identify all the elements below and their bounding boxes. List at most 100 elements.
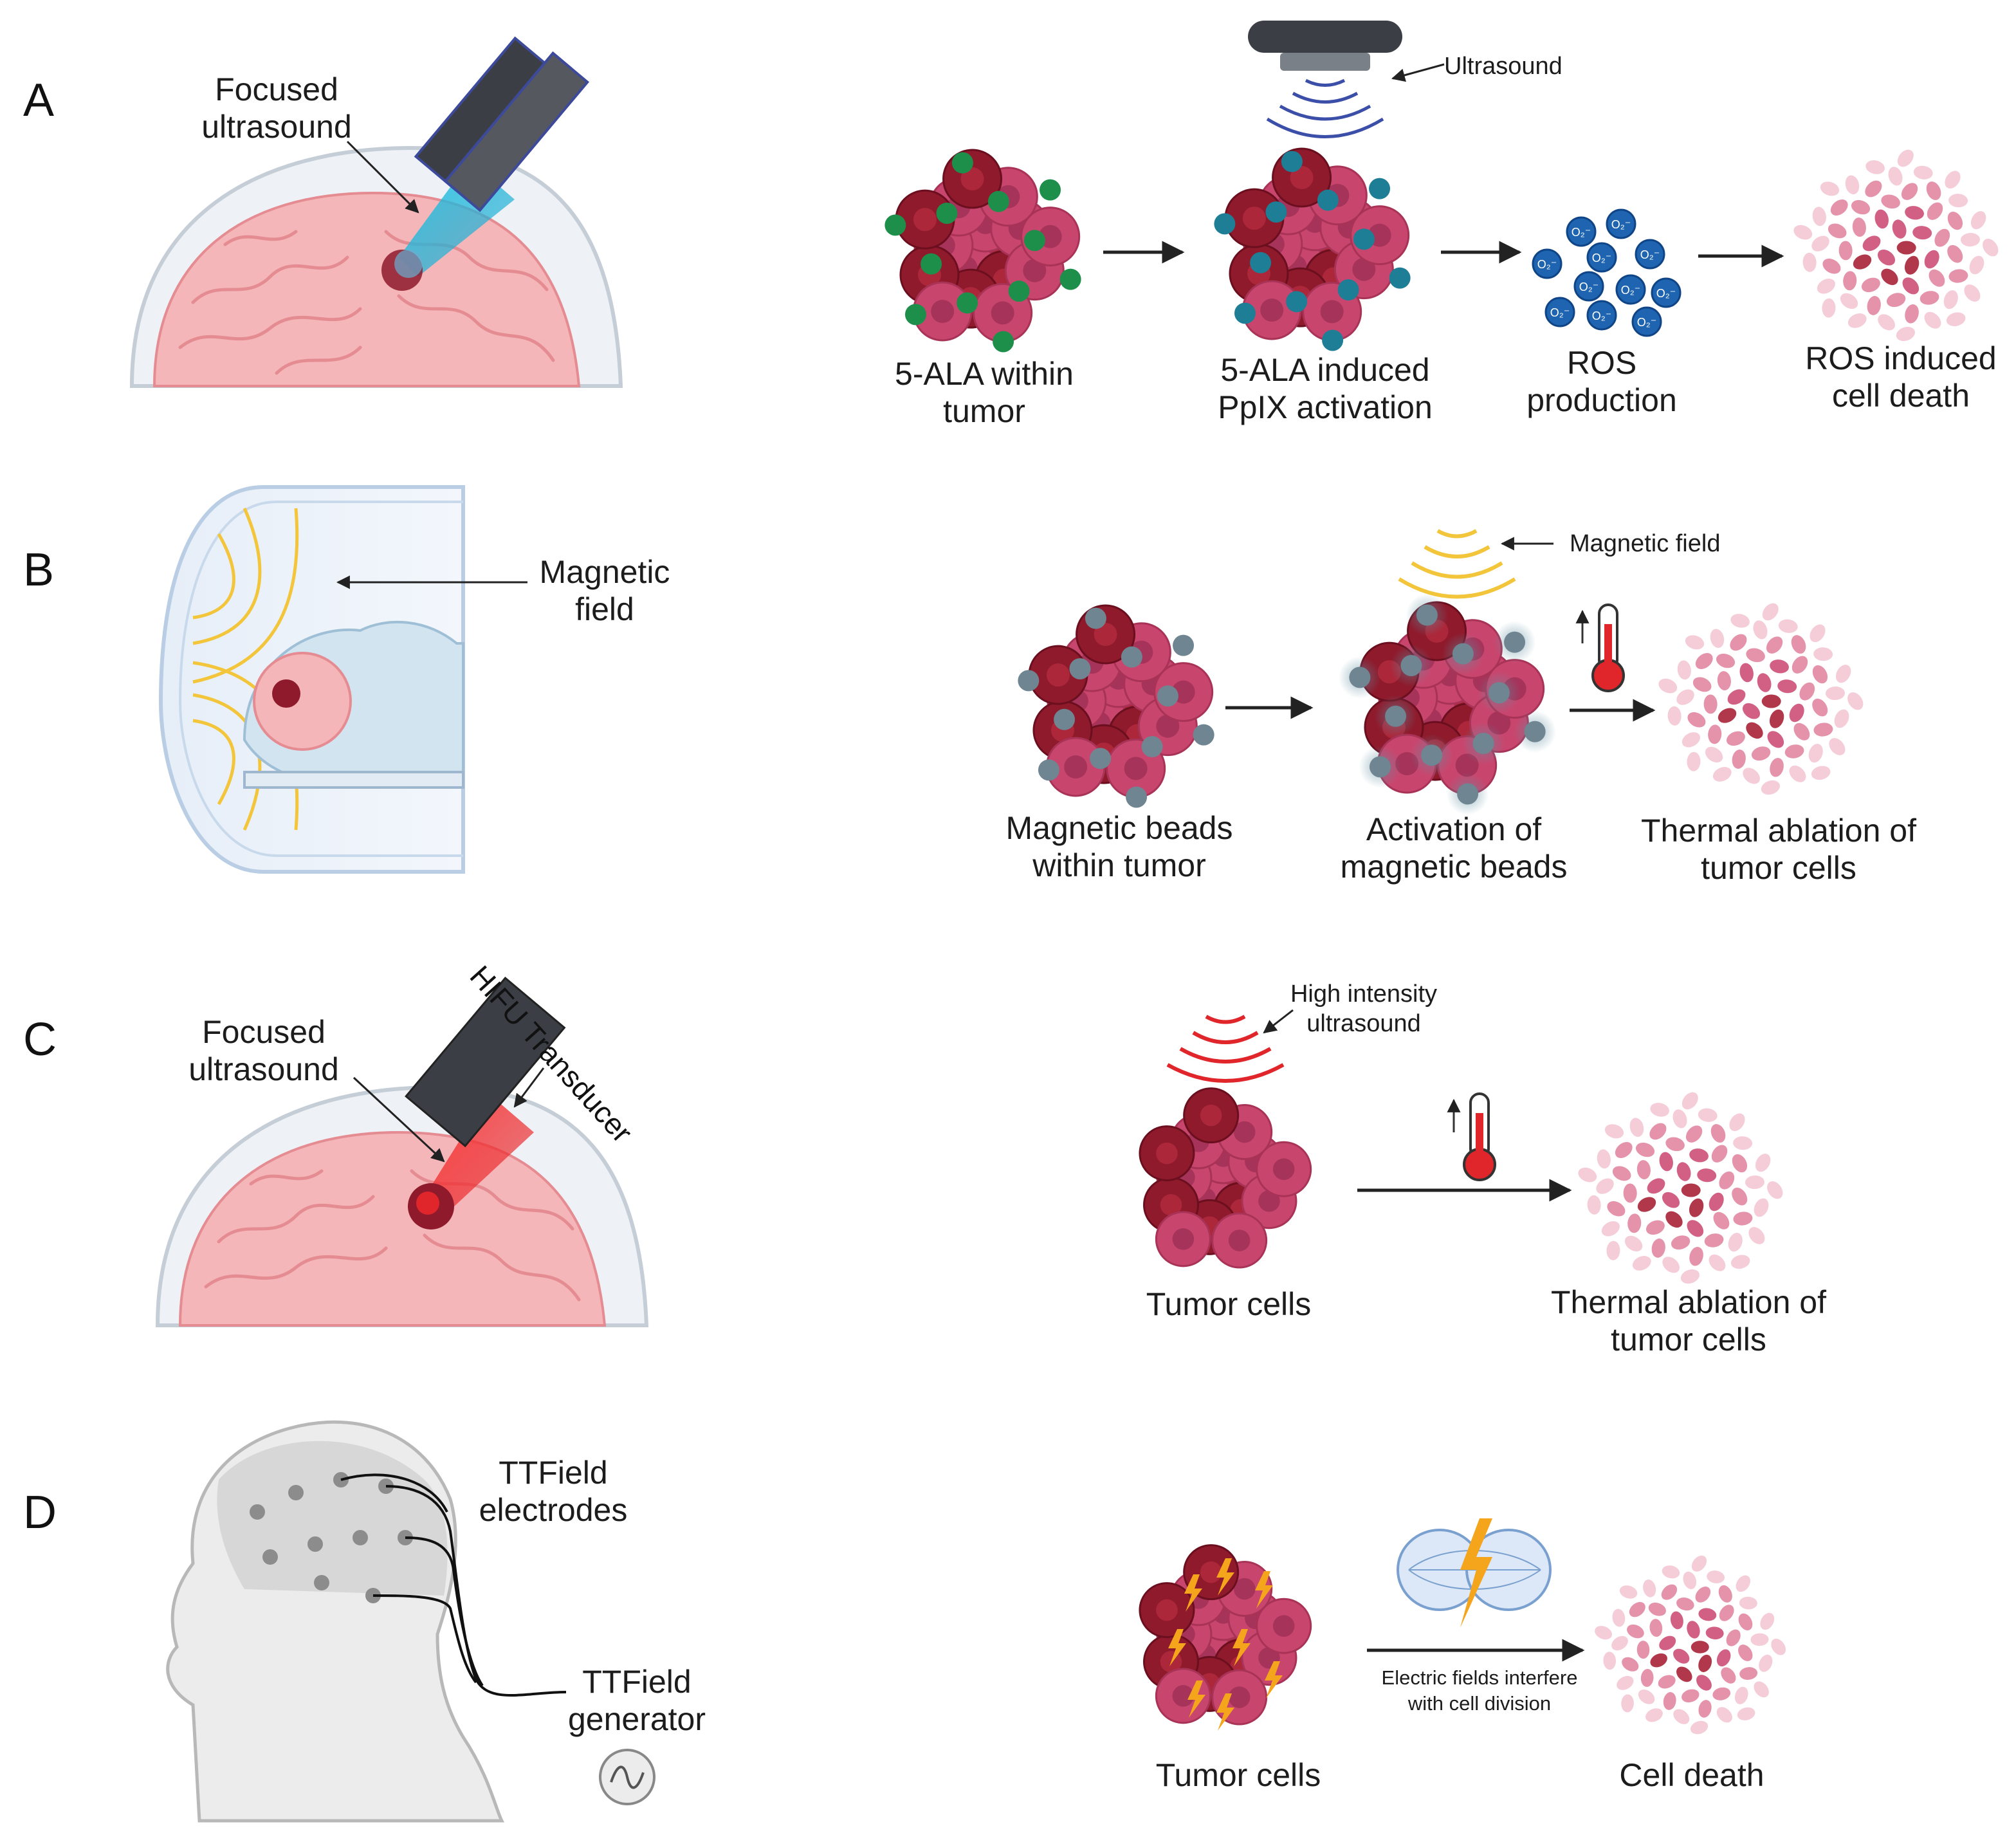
- cell-death-a: [1793, 149, 1999, 342]
- particle-dot: [993, 331, 1014, 353]
- ros-molecule: O₂⁻: [1631, 306, 1662, 337]
- hifu-transducer: [405, 977, 566, 1148]
- particle-dot: [1214, 213, 1236, 235]
- panel-letter-d: D: [23, 1487, 57, 1538]
- thermometer-icon: [1447, 1092, 1496, 1181]
- ros-symbol: O₂⁻: [1592, 309, 1612, 322]
- lightning-bolt-icon: [1216, 1558, 1234, 1596]
- brain-c: [178, 1130, 607, 1327]
- particle-dot: [1389, 267, 1411, 289]
- ros-symbol: O₂⁻: [1537, 258, 1557, 271]
- ros-molecule: O₂⁻: [1573, 271, 1604, 302]
- particle-dot: [1421, 744, 1443, 766]
- particle-dot: [1416, 604, 1438, 626]
- particle-dot: [1385, 705, 1407, 727]
- electric-fields-label: Electric fields interfere with cell divi…: [1381, 1666, 1578, 1715]
- arrows-a: [1103, 241, 1784, 268]
- ros-molecule: O₂⁻: [1651, 277, 1682, 308]
- particle-dot: [1173, 634, 1195, 656]
- particle-dot: [957, 292, 978, 314]
- step-label-d2: Cell death: [1619, 1757, 1764, 1793]
- panel-c-illustration: [155, 977, 649, 1327]
- particle-dot: [1488, 682, 1510, 704]
- ros-symbol: O₂⁻: [1640, 248, 1660, 261]
- panel-letter-c: C: [23, 1014, 57, 1065]
- transducer-a: [414, 36, 590, 212]
- thermometers: [1447, 603, 1625, 1181]
- particle-dot: [1349, 667, 1371, 688]
- step-label-d1: Tumor cells: [1155, 1757, 1321, 1793]
- particle-dot: [1472, 733, 1494, 755]
- ros-molecule: O₂⁻: [1566, 216, 1597, 247]
- particle-dot: [1281, 151, 1303, 172]
- pointer-line-a: [346, 140, 419, 214]
- particle-dot: [1234, 302, 1256, 324]
- particle-dot: [1018, 670, 1040, 692]
- ultrasound-waves: [1266, 78, 1384, 138]
- ros-molecule: O₂⁻: [1615, 274, 1646, 305]
- particle-dot: [1457, 783, 1479, 805]
- lightning-bolt-icon: [1187, 1681, 1205, 1718]
- particle-dot: [1265, 201, 1287, 223]
- particle-dot: [1008, 281, 1030, 302]
- particle-dot: [987, 190, 1009, 212]
- magnetic-field-small-label: Magnetic field: [1570, 530, 1721, 557]
- ultrasound-device: [1248, 21, 1445, 138]
- lightning-bolt-icon: [1184, 1574, 1202, 1612]
- panel-d-illustration: [166, 1420, 655, 1823]
- particle-dot: [1369, 178, 1391, 199]
- particle-dot: [1085, 607, 1106, 629]
- particle-dot: [1059, 268, 1081, 290]
- particle-dot: [1157, 685, 1178, 707]
- particle-dot: [1126, 786, 1148, 808]
- arrows-b: [1225, 696, 1656, 722]
- panel-letter-a: A: [23, 75, 55, 126]
- particle-dot: [1337, 279, 1359, 301]
- particle-dot: [921, 253, 942, 275]
- brain-a: [152, 191, 581, 387]
- hifu-waves: [1166, 1015, 1285, 1083]
- cell-division-icon: [1397, 1518, 1552, 1628]
- brain-b: [253, 652, 352, 751]
- step-label-a2: 5-ALA induced PpIX activation: [1218, 352, 1433, 425]
- particle-dot: [951, 152, 973, 174]
- thermal-ablation-b: [1658, 603, 1864, 795]
- ros-molecule: O₂⁻: [1532, 248, 1562, 279]
- brain-folds-a: [178, 230, 555, 375]
- ros-symbol: O₂⁻: [1572, 226, 1591, 239]
- panel-letter-b: B: [23, 544, 55, 596]
- ros-symbol: O₂⁻: [1621, 284, 1641, 297]
- ultrasound-label: Ultrasound: [1444, 53, 1562, 80]
- magnetic-waves-b: [1398, 529, 1516, 599]
- lightning-bolt-icon: [1233, 1629, 1251, 1666]
- step-label-b1: Magnetic beads within tumor: [1005, 810, 1233, 883]
- particle-dot: [1353, 228, 1375, 250]
- thermal-ablation-c: [1578, 1092, 1783, 1284]
- ros-molecule: O₂⁻: [1606, 208, 1636, 239]
- particle-dot: [884, 214, 906, 236]
- ros-molecules: O₂⁻O₂⁻O₂⁻O₂⁻O₂⁻O₂⁻O₂⁻O₂⁻O₂⁻O₂⁻O₂⁻: [1532, 208, 1682, 337]
- ros-molecule: O₂⁻: [1544, 297, 1575, 327]
- particle-dot: [1023, 230, 1045, 252]
- particle-dot: [904, 304, 926, 326]
- step-label-a3: ROS production: [1526, 345, 1677, 418]
- particle-dot: [1069, 658, 1091, 679]
- ros-molecule: O₂⁻: [1635, 239, 1665, 270]
- particle-dot: [1400, 654, 1422, 676]
- ros-molecule: O₂⁻: [1586, 300, 1617, 331]
- particle-dot: [1090, 748, 1112, 769]
- ttfield-electrodes-label: TTField electrodes: [479, 1455, 628, 1528]
- particle-dot: [936, 202, 958, 224]
- particle-dot: [1322, 329, 1344, 351]
- electrode-wires: [340, 1473, 567, 1697]
- tumor-5ala: [884, 149, 1081, 353]
- step-label-b3: Thermal ablation of tumor cells: [1640, 813, 1916, 886]
- particle-dot: [1524, 721, 1546, 742]
- tumor-clusters: [884, 147, 1999, 1735]
- ros-symbol: O₂⁻: [1579, 281, 1599, 293]
- lightning-bolt-icon: [1265, 1661, 1283, 1699]
- magnetic-field-label-b: Magnetic field: [539, 554, 670, 627]
- panel-a-illustration: [129, 36, 623, 388]
